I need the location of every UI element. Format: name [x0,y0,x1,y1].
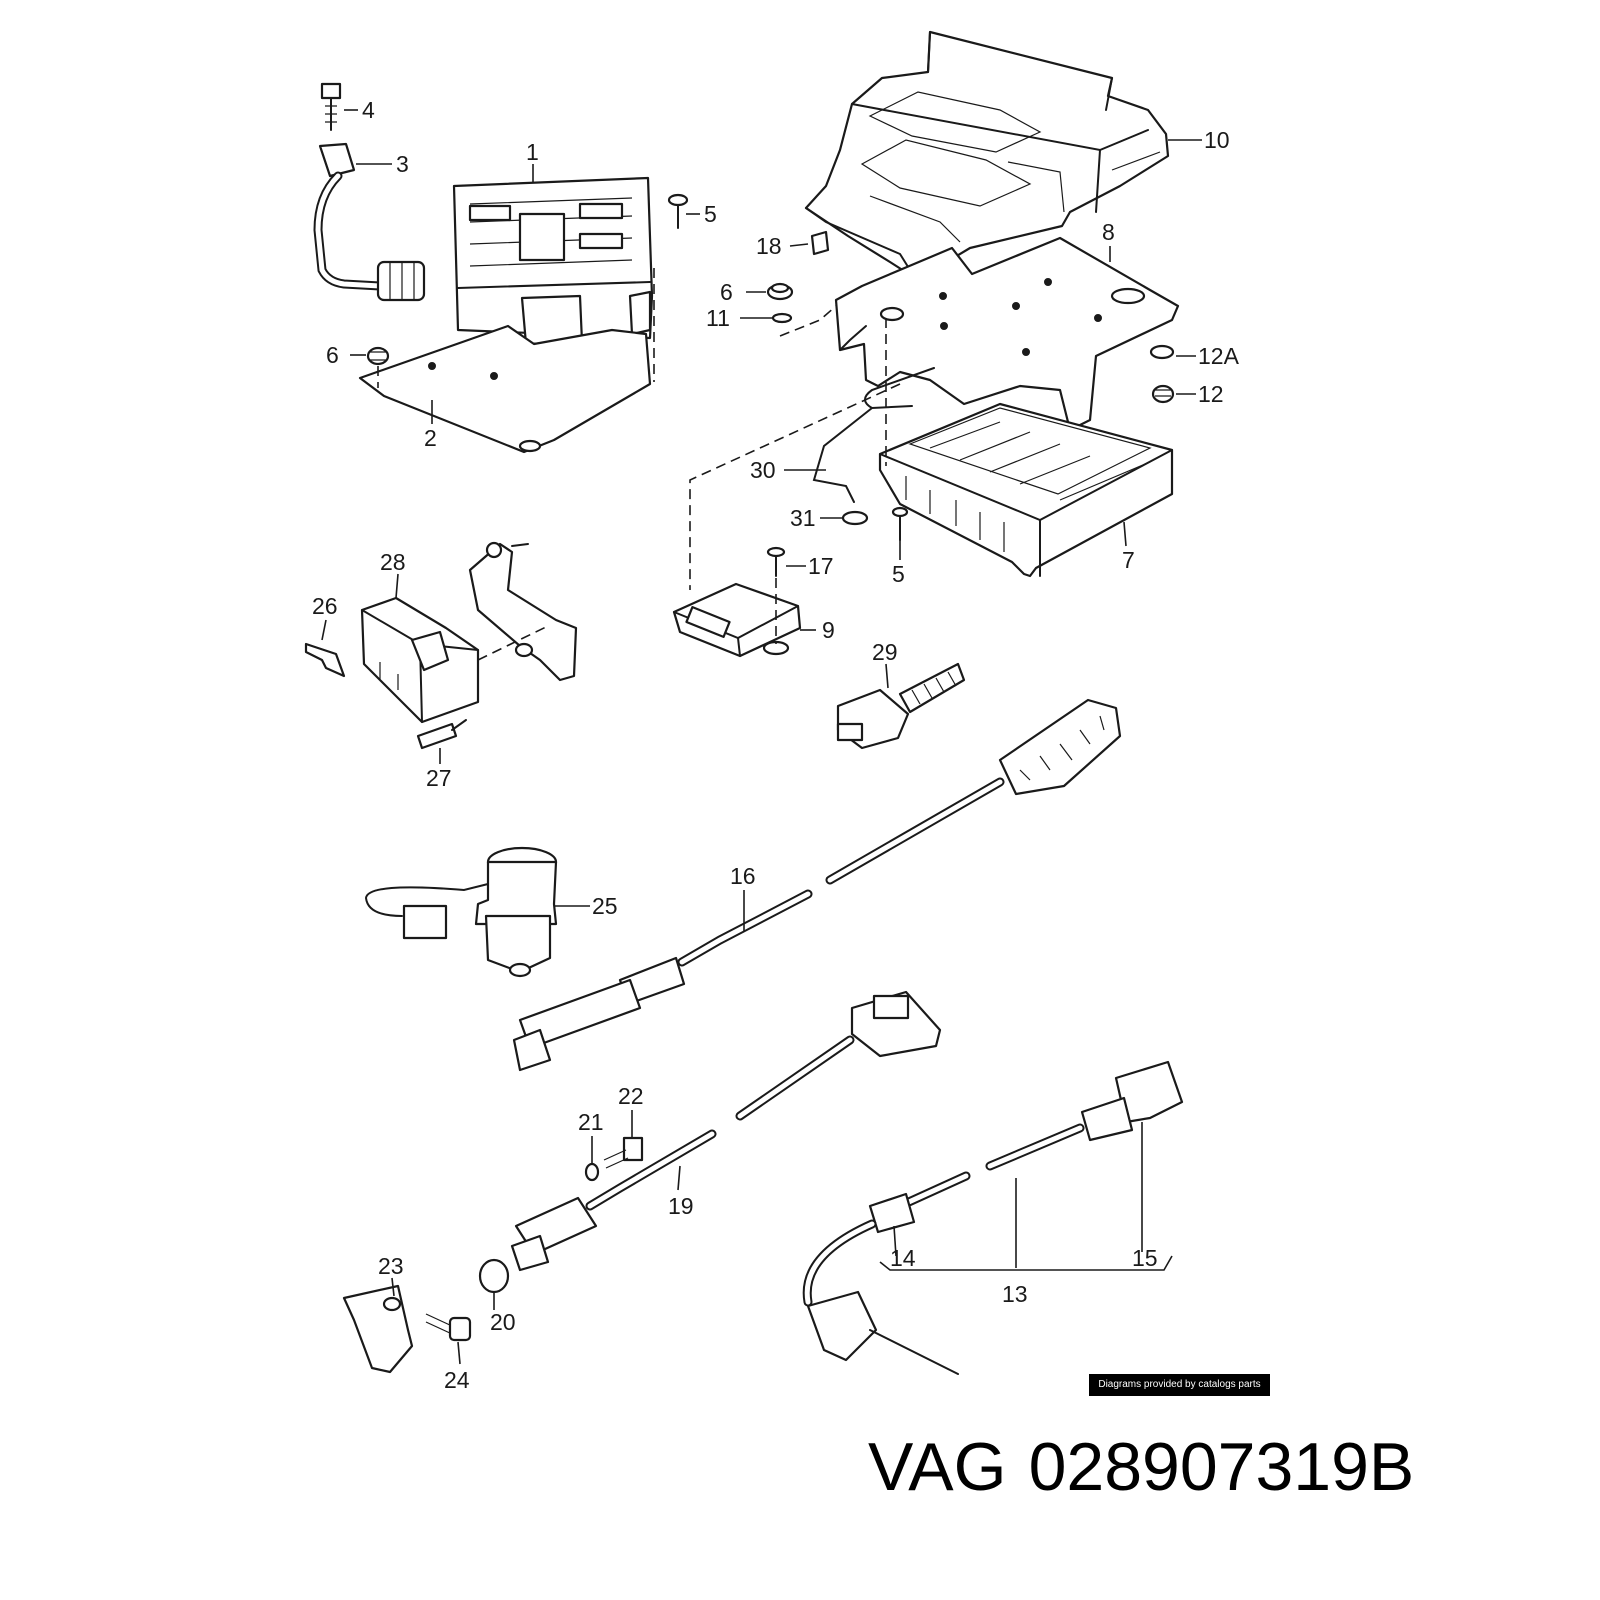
screw-5-upper [667,193,689,229]
callout-18: 18 [756,233,782,259]
part-31-clip [841,510,869,526]
part-25-solenoid [364,846,558,978]
callout-14: 14 [890,1245,916,1271]
screw-17 [766,546,786,577]
part-19-sensor [510,990,942,1272]
callout-1: 1 [526,139,539,165]
part-1-control-unit [452,176,654,346]
callout-27: 27 [426,765,452,791]
brand-name: VAG [868,1429,1007,1505]
part-title: VAG 028907319B [868,1428,1568,1506]
callout-17: 17 [808,553,834,579]
part-29-sensor [836,662,966,750]
callout-20: 20 [490,1309,516,1335]
screw-5-lower [891,506,909,541]
part-28-relay [360,596,480,724]
callout-5-lower: 5 [892,561,905,587]
part-2-plate [358,324,652,454]
part-24-bolt [425,1313,472,1342]
callout-8: 8 [1102,219,1115,245]
callout-7: 7 [1122,547,1135,573]
callout-3: 3 [396,151,409,177]
nut-6-right [766,282,794,301]
assembly-line [779,305,837,337]
bracket-28-arm [468,541,578,682]
callout-24: 24 [444,1367,470,1393]
callout-13: 13 [1002,1281,1028,1307]
callout-6-left: 6 [326,342,339,368]
part-10-cover [804,30,1170,280]
callout-25: 25 [592,893,618,919]
callout-6-right: 6 [720,279,733,305]
callout-23: 23 [378,1253,404,1279]
part-27-pin [416,719,467,750]
callout-5-upper: 5 [704,201,717,227]
assembly-line [477,625,549,661]
callout-22: 22 [618,1083,644,1109]
callout-15: 15 [1132,1245,1158,1271]
callout-labels: 1 2 3 4 5 5 6 6 7 8 9 10 11 12 12A 13 14… [312,97,1240,1393]
callout-16: 16 [730,863,756,889]
credit-badge: Diagrams provided by catalogs parts [1089,1374,1270,1396]
part-16-oxygen-sensor [512,698,1122,1072]
callout-11: 11 [706,305,730,331]
assembly-line [689,383,901,590]
part-number: 028907319B [1028,1429,1415,1505]
part-3-sensor-cable [313,142,426,302]
callout-12a: 12A [1198,343,1240,369]
part-13-temp-sensor [802,1060,1184,1375]
callout-10: 10 [1204,127,1230,153]
part-20-seal-ring [478,1258,510,1294]
callout-4: 4 [362,97,375,123]
callout-21: 21 [578,1109,604,1135]
callout-26: 26 [312,593,338,619]
plug-12a [1149,344,1175,360]
grommet-12 [1151,384,1175,404]
callout-30: 30 [750,457,776,483]
part-4-bolt [320,82,342,131]
part-23-sensor [342,1284,414,1374]
callout-29: 29 [872,639,898,665]
washer-11 [771,312,793,324]
callout-28: 28 [380,549,406,575]
callout-31: 31 [790,505,816,531]
callout-19: 19 [668,1193,694,1219]
clip-18 [810,230,830,256]
part-26-clip [304,642,346,678]
leader-lines [321,109,1202,1365]
part-8-bracket [834,236,1180,432]
nut-6-left [366,346,390,366]
callout-9: 9 [822,617,835,643]
part-9-module [672,582,802,658]
part-22-screw [603,1136,644,1169]
part-7-control-unit [878,402,1174,578]
part-21-washer [584,1162,600,1182]
callout-2: 2 [424,425,437,451]
callout-12: 12 [1198,381,1224,407]
